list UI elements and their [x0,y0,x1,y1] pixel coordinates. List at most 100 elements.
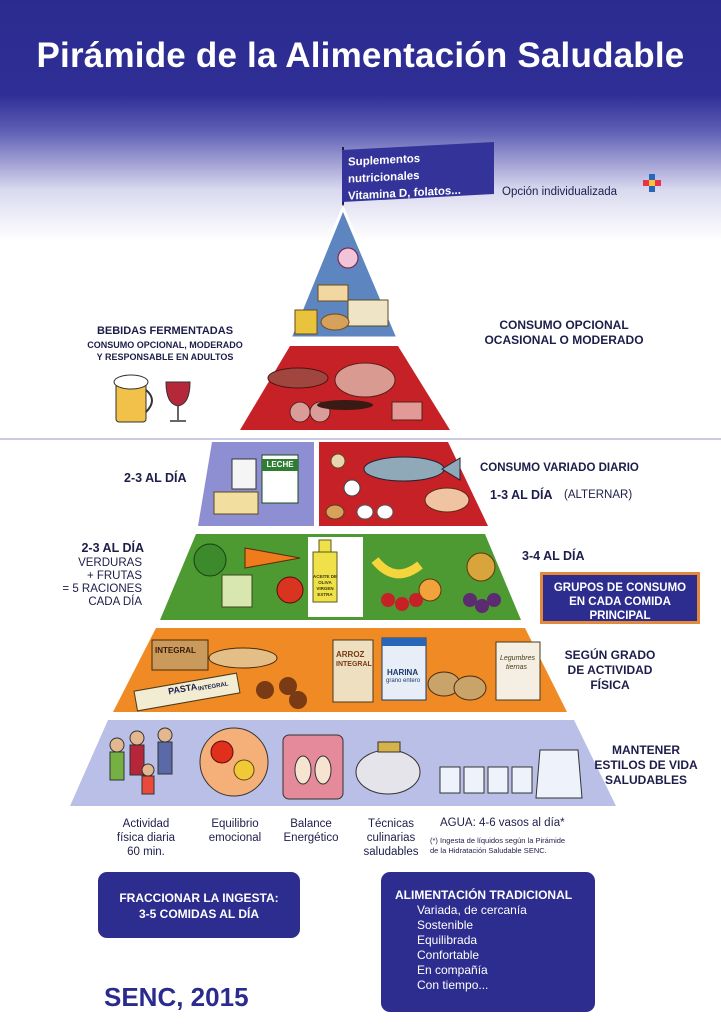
chestnuts-icon [279,677,297,695]
base-item-2-line-1: Balance [290,818,332,830]
page-title: Pirámide de la Alimentación Saludable [36,36,685,75]
proteinas-line-1: CONSUMO VARIADO DIARIO [480,462,639,474]
tradicional-item: Equilibrada [417,933,478,947]
tradicional-item: Confortable [417,948,480,962]
base-item-3-line-1: Técnicas [367,818,415,830]
base-block: MANTENER ESTILOS DE VIDA SALUDABLES [586,743,706,788]
aceite-freq: 3-4 AL DÍA [522,549,585,563]
verduras-line-2: + FRUTAS [86,570,142,582]
base-item-balance: Balance Energético [266,817,356,845]
verduras-freq: 2-3 AL DÍA [81,541,144,555]
tradicional-box: ALIMENTACIÓN TRADICIONAL Variada, de cer… [381,872,595,1012]
fraccionar-line-1: FRACCIONAR LA INGESTA: [119,891,279,905]
verduras-line-4: CADA DÍA [88,596,142,608]
grapes-icon [463,593,477,607]
broccoli-icon [193,543,227,577]
tomato-icon [276,576,304,604]
base-item-3-line-2: culinarias [366,832,416,844]
wine-glass-icon [165,381,191,407]
supplements-flag: Suplementos nutricionales Vitamina D, fo… [342,142,494,203]
scale-icon [282,734,344,800]
apple-icon [466,552,496,582]
water-glass-icon [439,766,461,794]
opcional-line-2: OCASIONAL O MODERADO [484,333,644,347]
family-icon [109,737,125,753]
butter-icon [347,299,389,327]
base-item-equilibrio: Equilibrio emocional [190,817,280,845]
legumes-jar-icon [495,641,541,701]
carrot-icon [244,547,301,569]
agua-note-1: (*) Ingesta de líquidos según la Pirámid… [430,836,566,845]
tradicional-item: Sostenible [417,918,474,932]
teapot-icon [355,749,421,795]
base-item-tecnicas: Técnicas culinarias saludables [346,817,436,859]
base-item-0-line-3: 60 min. [127,846,165,858]
leche-label: LECHE [266,460,294,469]
cereales-line-3: FÍSICA [590,678,630,692]
harina-sub-label: grano entero [386,678,421,684]
tradicional-item: Variada, de cercanía [417,903,527,917]
aceite-label: ACEITE DE OLIVA VIRGEN EXTRA [313,574,338,597]
egg-icon [356,504,374,520]
cereales-line-2: DE ACTIVIDAD [567,663,653,677]
lollipop-icon [337,247,359,269]
bebidas-title: BEBIDAS FERMENTADAS [96,325,234,337]
base-item-3-line-3: saludables [363,846,419,858]
croissant-icon [320,313,350,331]
agua-label: AGUA: 4-6 vasos al día* [440,817,565,829]
sausage-icon [267,367,329,389]
lacteos-freq: 2-3 AL DÍA [124,471,187,485]
tradicional-title: ALIMENTACIÓN TRADICIONAL [395,888,573,902]
legumbres-label: Legumbres [500,655,536,662]
bacon-icon [391,401,423,421]
beans-icon [343,479,361,497]
arroz-integral-label: INTEGRAL [336,661,372,668]
integral-bread-label: INTEGRAL [155,646,196,655]
harina-label: HARINA [387,668,419,677]
tier-proteins [319,442,488,526]
cheese-icon [213,491,259,515]
pasta-icon [133,672,241,712]
cereales-line-1: SEGÚN GRADO [564,648,656,662]
opcional-line-1: CONSUMO OPCIONAL [499,318,629,332]
proteinas-freq: 1-3 AL DÍA [490,488,553,502]
option-label: Opción individualizada [502,186,618,198]
principal-line-3: PRINCIPAL [589,610,651,622]
pitcher-icon [535,749,583,799]
cabbage-icon [221,574,253,608]
divider-line [0,438,721,440]
principal-line-2: EN CADA COMIDA [569,596,671,608]
verduras-line-1: VERDURAS [78,557,142,569]
chicken-icon [424,487,470,513]
agua-note: (*) Ingesta de líquidos según la Pirámid… [430,836,565,856]
ham-icon [334,362,396,398]
cereales-block: SEGÚN GRADO DE ACTIVIDAD FÍSICA [550,648,670,693]
banana-icon [371,557,423,579]
rice-bag-icon [332,639,374,703]
fraccionar-line-2: 3-5 COMIDAS AL DÍA [138,907,259,921]
base-item-1-line-1: Equilibrio [211,818,259,830]
fraccionar-box: FRACCIONAR LA INGESTA: 3-5 COMIDAS AL DÍ… [98,872,300,938]
principal-box: GRUPOS DE CONSUMO EN CADA COMIDA PRINCIP… [540,572,700,624]
bread-icon [151,639,209,671]
verduras-block: VERDURAS + FRUTAS = 5 RACIONES CADA DÍA [30,557,142,609]
footer-credit: SENC, 2015 [104,982,249,1012]
tradicional-item: Con tiempo... [417,978,489,992]
base-line-3: SALUDABLES [604,773,687,787]
tradicional-list: Variada, de cercanía Sostenible Equilibr… [395,903,595,993]
base-item-0-line-2: física diaria [116,832,176,844]
proteinas-note: (ALTERNAR) [564,489,633,501]
base-line-2: ESTILOS DE VIDA [594,758,698,772]
base-item-0-line-1: Actividad [122,818,170,830]
bebidas-line-1: CONSUMO OPCIONAL, MODERADO [87,340,243,350]
agua-note-2: de la Hidratación Saludable SENC. [430,846,547,855]
base-item-actividad: Actividad física diaria 60 min. [96,817,196,859]
legumbres-sub-label: tiernas [506,664,528,671]
tradicional-item: En compañía [417,963,488,977]
cake-icon [317,284,349,302]
verduras-line-3: = 5 RACIONES [62,583,142,595]
arroz-label: ARROZ [336,650,365,659]
base-line-1: MANTENER [612,743,680,757]
fish-icon [363,456,445,482]
